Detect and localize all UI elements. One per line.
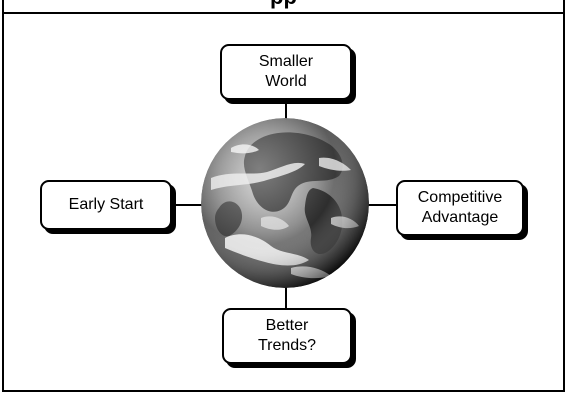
slide-title: pp — [4, 0, 563, 10]
node-better-trends: Better Trends? — [222, 308, 352, 364]
node-early-start: Early Start — [40, 180, 172, 230]
earth-globe-icon — [201, 118, 369, 288]
slide-title-strip: pp — [2, 0, 565, 12]
node-smaller-world: Smaller World — [220, 44, 352, 100]
node-competitive-advantage: Competitive Advantage — [396, 180, 524, 236]
earth-globe-graphic — [201, 118, 369, 288]
